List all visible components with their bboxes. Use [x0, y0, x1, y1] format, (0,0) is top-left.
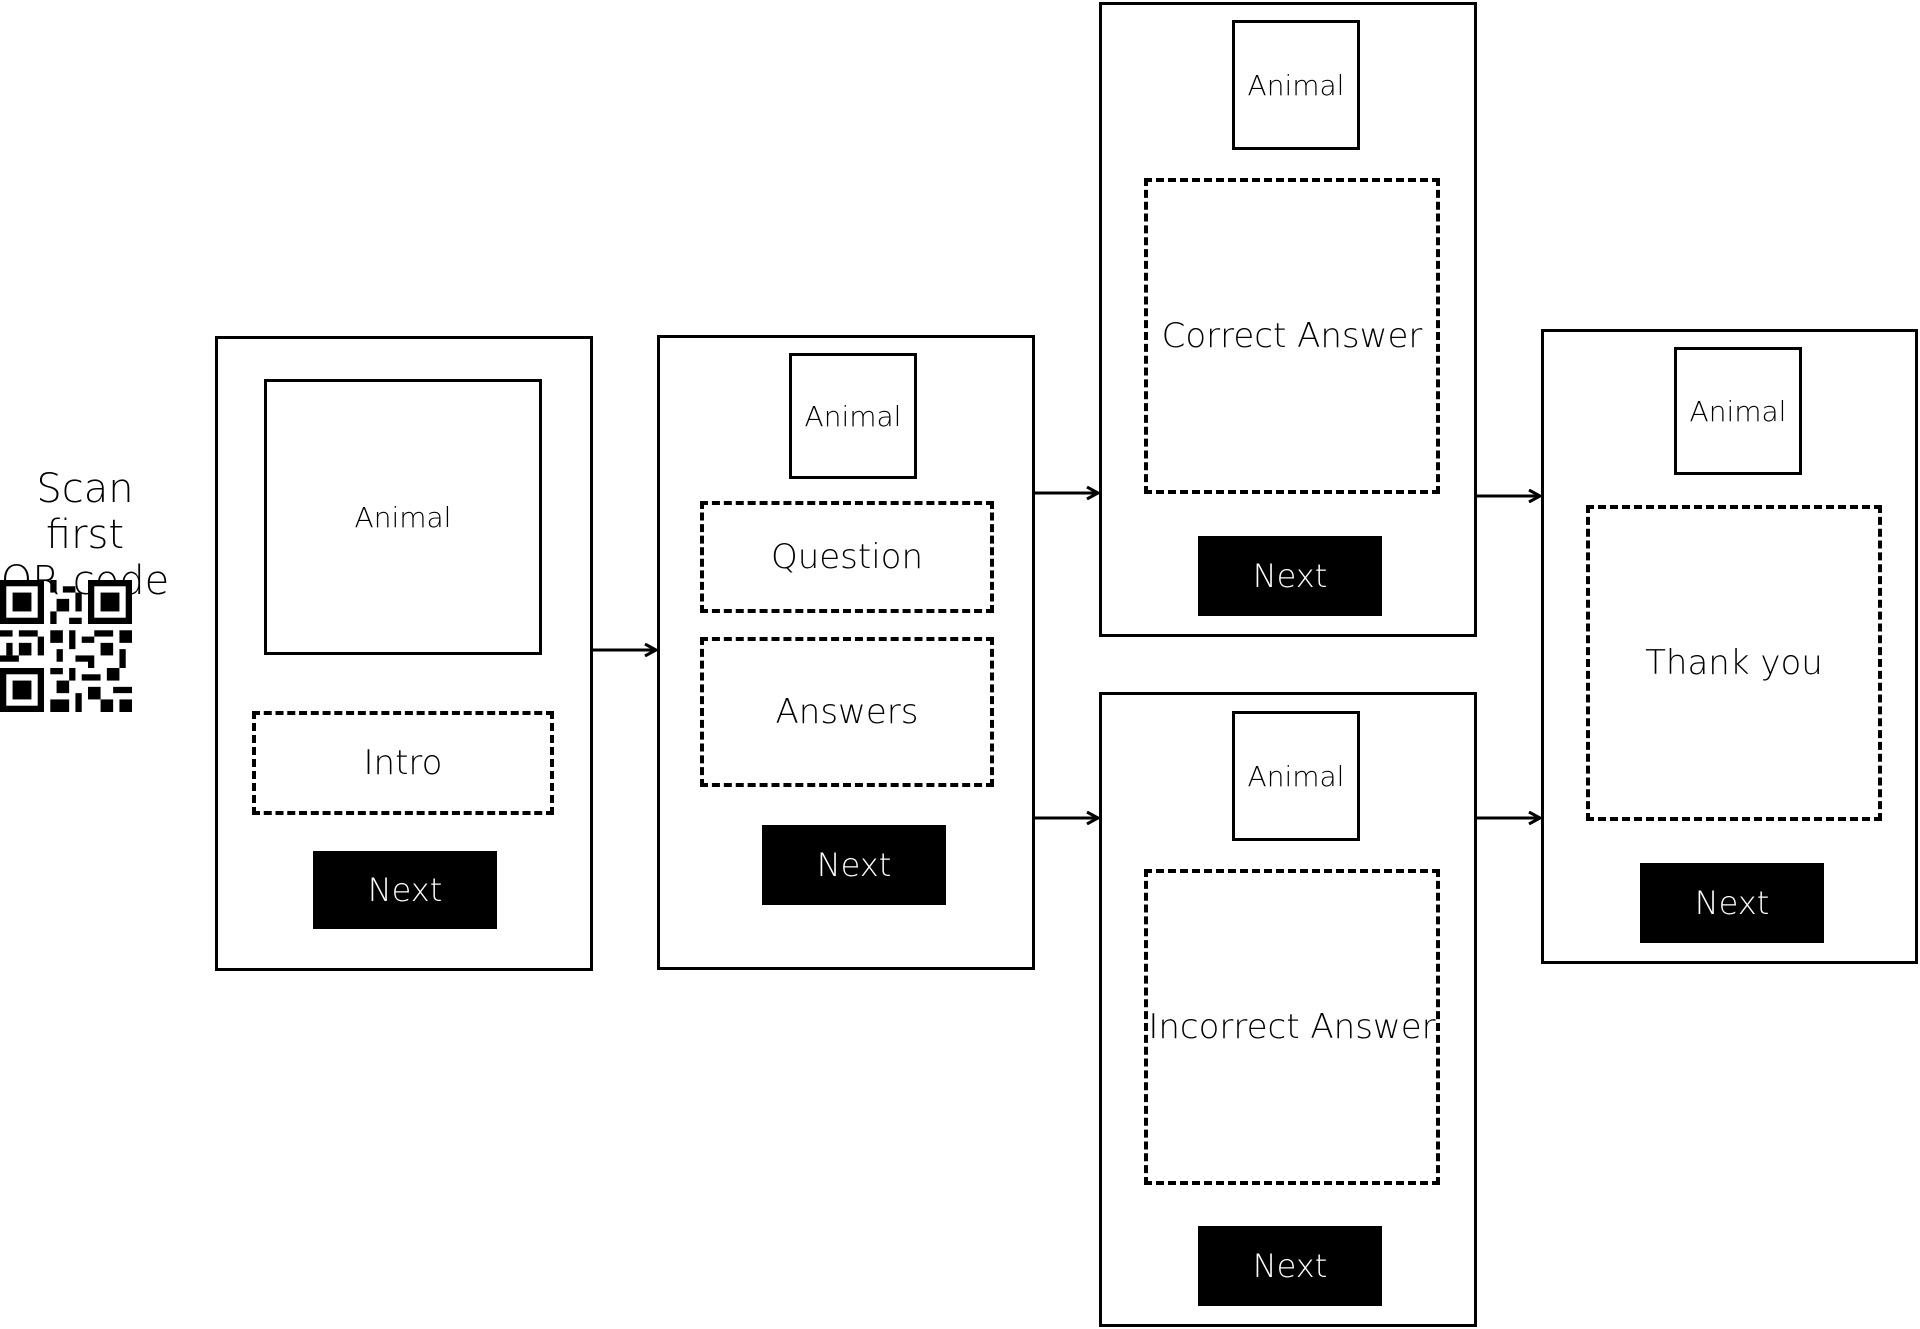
intro-screen: Animal Intro Next [215, 336, 593, 971]
question-screen: Animal Question Answers Next [657, 335, 1035, 970]
next-button[interactable]: Next [313, 851, 497, 929]
incorrect-answer-box: Incorrect Answer [1144, 869, 1440, 1185]
animal-image-placeholder: Animal [1232, 20, 1360, 150]
correct-answer-box: Correct Answer [1144, 178, 1440, 494]
incorrect-answer-screen: Animal Incorrect Answer Next [1099, 692, 1477, 1327]
animal-image-placeholder: Animal [264, 379, 542, 655]
animal-image-placeholder: Animal [1232, 711, 1360, 841]
qr-code-icon [0, 580, 132, 712]
next-button[interactable]: Next [1198, 536, 1382, 616]
next-button[interactable]: Next [762, 825, 946, 905]
thank-you-box: Thank you [1586, 505, 1882, 821]
animal-image-placeholder: Animal [789, 353, 917, 479]
question-text-box: Question [700, 501, 994, 613]
next-button[interactable]: Next [1640, 863, 1824, 943]
animal-image-placeholder: Animal [1674, 347, 1802, 475]
next-button[interactable]: Next [1198, 1226, 1382, 1306]
intro-text-box: Intro [252, 711, 554, 815]
thank-you-screen: Animal Thank you Next [1541, 329, 1918, 964]
answers-box: Answers [700, 637, 994, 787]
correct-answer-screen: Animal Correct Answer Next [1099, 2, 1477, 637]
scan-caption-line1: Scan first [36, 466, 134, 558]
